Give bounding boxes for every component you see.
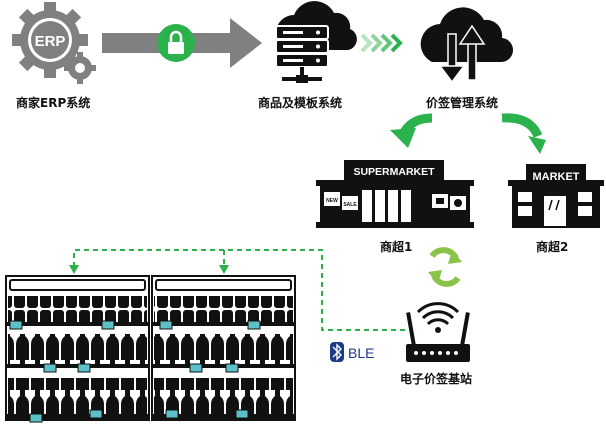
price-tags-left [9, 320, 115, 423]
supermarket-sign: SUPERMARKET [353, 166, 435, 178]
distribute-arrow-right [501, 113, 546, 154]
ble-signal-path [73, 249, 405, 331]
shelf-unit-left [5, 275, 150, 421]
market-building-icon [508, 164, 604, 228]
signal-arrow-head-right [219, 265, 229, 274]
sync-arrows-icon [428, 247, 462, 287]
erp-gear-icon [12, 2, 96, 84]
label-price-management: 价签管理系统 [426, 96, 499, 110]
label-erp: 商家ERP系统 [16, 96, 91, 110]
price-tags-right [159, 320, 261, 419]
router-base-station-icon [406, 302, 470, 362]
bluetooth-icon [330, 342, 344, 362]
cloud-server-icon [275, 1, 357, 83]
cloud-sync-icon [420, 7, 514, 84]
lock-icon [168, 30, 184, 54]
label-base-station: 电子价签基站 [400, 372, 473, 386]
market-sign: MARKET [532, 171, 579, 183]
label-store2: 商超2 [536, 240, 569, 254]
label-product-template: 商品及模板系统 [258, 96, 343, 110]
signal-arrow-head-left [69, 265, 79, 274]
window-sign-sale: SALE [343, 202, 357, 208]
erp-icon-text: ERP [35, 33, 66, 50]
ble-label: BLE [348, 345, 374, 361]
chevron-arrows-icon [360, 33, 403, 53]
window-sign-new: NEW [326, 198, 338, 204]
distribute-arrow-left [390, 113, 433, 148]
shelf-unit-right [151, 275, 296, 421]
label-store1: 商超1 [380, 240, 413, 254]
supermarket-building-icon [316, 160, 474, 228]
